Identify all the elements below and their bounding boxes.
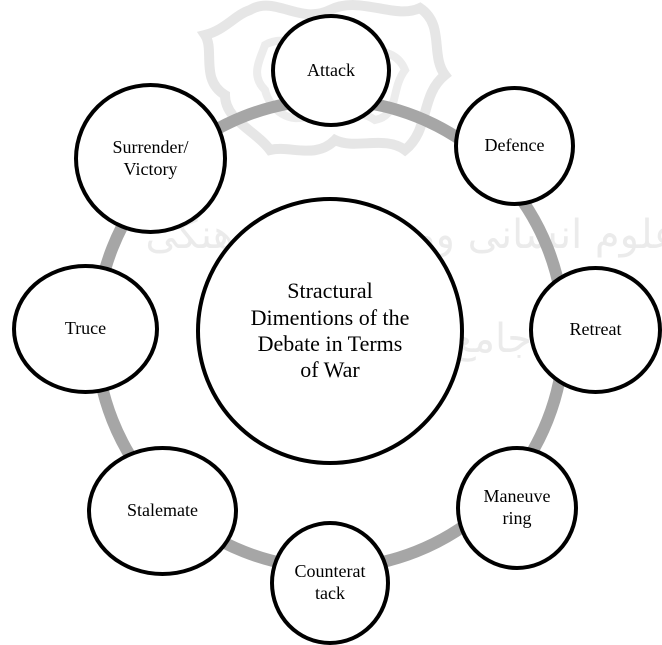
node-counterattack-label: Counterat tack bbox=[294, 561, 366, 603]
node-maneuvering-label: Maneuve ring bbox=[483, 486, 551, 528]
center-label: Stractural Dimentions of the Debate in T… bbox=[250, 278, 410, 383]
node-attack: Attack bbox=[271, 14, 391, 127]
node-counterattack: Counterat tack bbox=[270, 521, 390, 645]
node-retreat: Retreat bbox=[529, 266, 662, 394]
node-stalemate: Stalemate bbox=[87, 446, 238, 576]
node-defence-label: Defence bbox=[484, 135, 545, 156]
center-node: Stractural Dimentions of the Debate in T… bbox=[196, 197, 464, 465]
node-maneuvering: Maneuve ring bbox=[456, 446, 578, 570]
node-surrender-victory-label: Surrender/ Victory bbox=[112, 136, 189, 179]
node-stalemate-label: Stalemate bbox=[127, 500, 198, 521]
node-truce-label: Truce bbox=[64, 318, 107, 339]
node-defence: Defence bbox=[454, 86, 575, 206]
node-retreat-label: Retreat bbox=[569, 319, 622, 340]
node-surrender-victory: Surrender/ Victory bbox=[74, 83, 227, 234]
node-truce: Truce bbox=[12, 264, 159, 394]
node-attack-label: Attack bbox=[307, 59, 355, 80]
